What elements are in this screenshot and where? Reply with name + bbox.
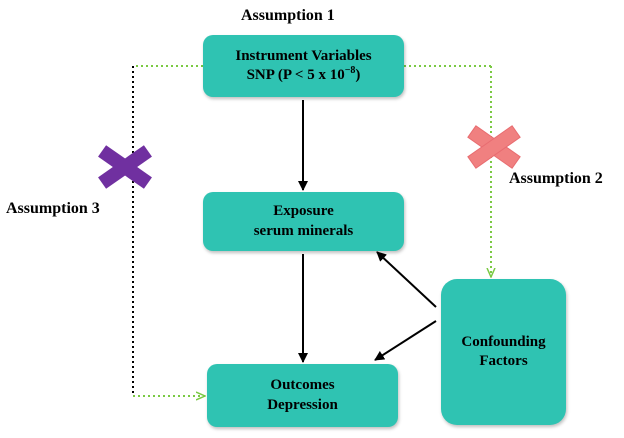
purple-x-icon	[98, 145, 152, 189]
outcomes-node: Outcomes Depression	[207, 364, 398, 427]
assumption-3-label: Assumption 3	[6, 200, 100, 217]
assumption-1-label: Assumption 1	[241, 7, 335, 24]
outcomes-line2: Depression	[267, 396, 338, 413]
confounding-line1: Confounding	[461, 333, 546, 350]
confounding-line2: Factors	[479, 353, 528, 369]
assumption3-path	[132, 65, 205, 396]
edge-confounding-outcomes	[374, 320, 437, 361]
pink-x-icon	[467, 125, 521, 169]
instrument-line2: SNP (P < 5 x 10−8)	[246, 65, 361, 84]
assumption2-path	[404, 65, 491, 277]
instrument-line1: Instrument Variables	[235, 47, 372, 64]
confounding-factors-node: Confounding Factors	[441, 279, 566, 425]
instrument-variables-node: Instrument Variables SNP (P < 5 x 10−8)	[203, 35, 404, 97]
exposure-line2: serum minerals	[253, 222, 354, 239]
exposure-node: Exposure serum minerals	[203, 192, 404, 251]
assumption-2-label: Assumption 2	[509, 170, 603, 187]
edge-confounding-exposure	[376, 251, 437, 308]
outcomes-line1: Outcomes	[270, 377, 335, 393]
exposure-line1: Exposure	[273, 203, 334, 219]
